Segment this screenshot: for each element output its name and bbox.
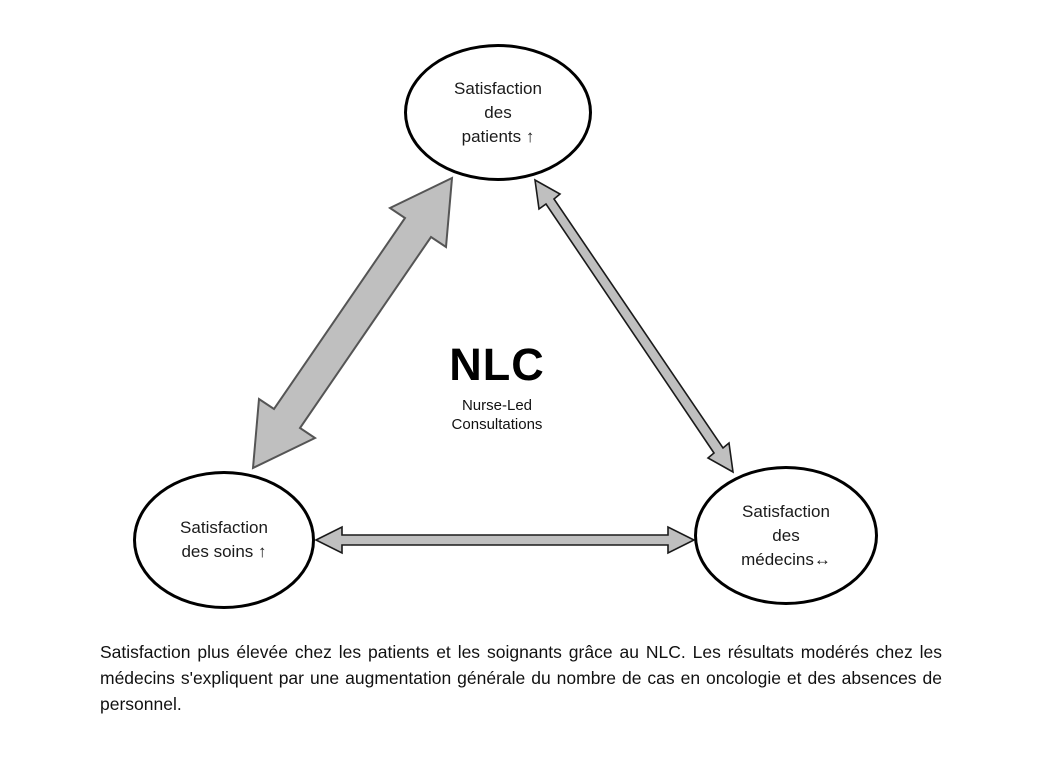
node-patients-line-2: des [484,102,512,122]
center-label: NLC Nurse-Led Consultations [377,341,617,434]
node-patients-line-1: Satisfaction [454,78,542,98]
node-satisfaction-medecins: Satisfaction des médecins↔ [694,466,878,605]
caption-text: Satisfaction plus élevée chez les patien… [100,642,942,714]
node-satisfaction-soins: Satisfaction des soins ↑ [133,471,315,609]
thin-double-arrow-patients-medecins [533,178,735,474]
node-satisfaction-patients: Satisfaction des patients ↑ [404,44,592,181]
node-medecins-line-1: Satisfaction [742,501,830,521]
node-soins-line-2: des soins ↑ [181,542,267,561]
node-medecins-line-3: médecins↔ [741,549,831,569]
node-medecins-line-2: des [772,525,800,545]
thick-double-arrow-patients-soins [251,176,454,470]
thin-double-arrow-soins-medecins [314,525,696,555]
nlc-title: NLC [449,339,545,390]
nlc-subtitle: Nurse-Led Consultations [377,396,617,434]
node-patients-line-3: patients ↑ [461,126,535,146]
nlc-subtitle-line-2: Consultations [451,416,543,433]
node-soins-line-1: Satisfaction [180,518,268,537]
nlc-subtitle-line-1: Nurse-Led [461,397,533,414]
